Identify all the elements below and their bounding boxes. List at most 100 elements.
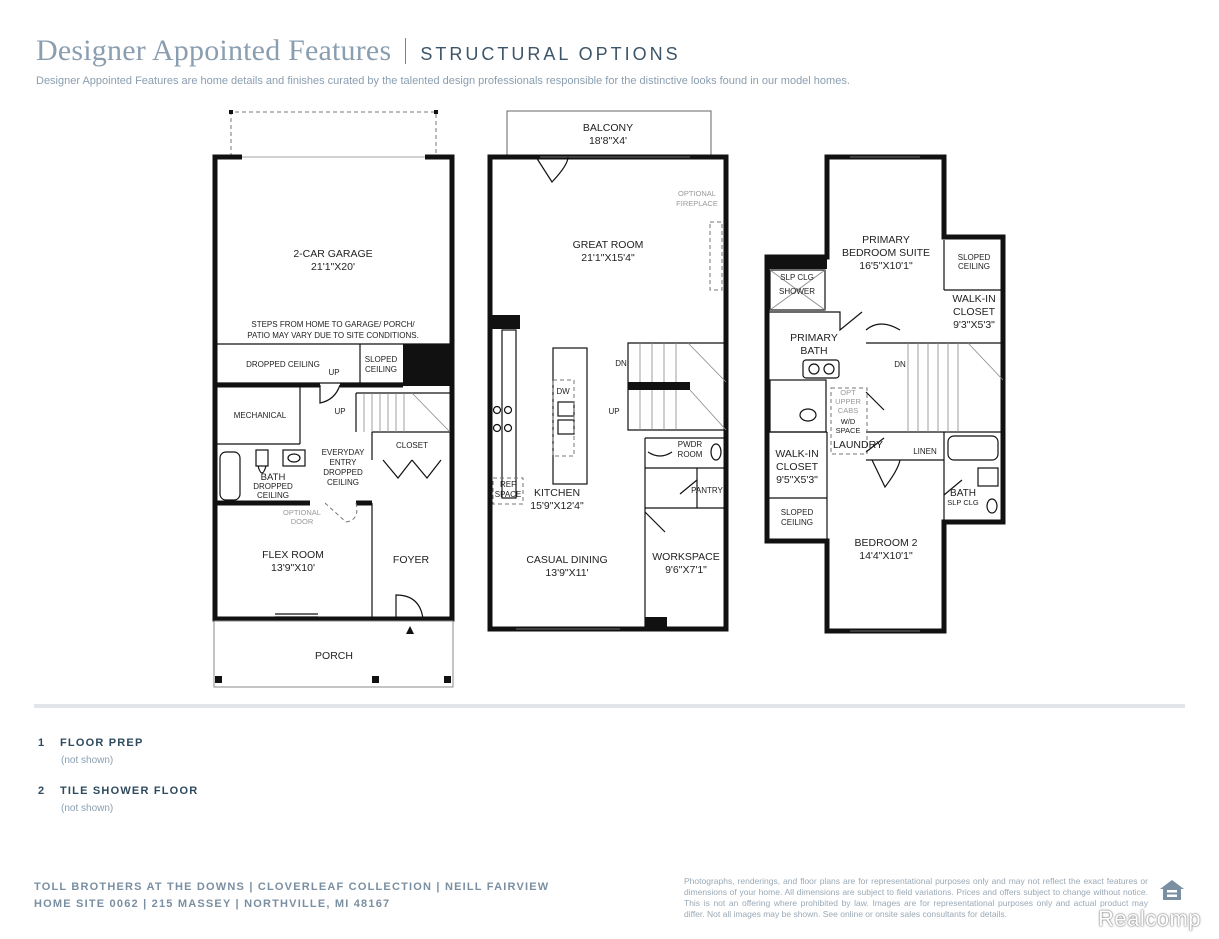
bath-label: BATH — [261, 472, 286, 483]
workspace-dim: 9'6"X7'1" — [665, 564, 707, 576]
ref-label: REF — [500, 480, 516, 489]
garage-dim: 21'1"X20' — [311, 261, 355, 273]
pantry-label: PANTRY — [691, 486, 723, 495]
title-divider — [405, 38, 407, 64]
entry-label: CEILING — [327, 478, 359, 487]
linen-label: LINEN — [913, 447, 937, 456]
wd-label: W/D — [841, 417, 856, 426]
entry-label: ENTRY — [330, 458, 358, 467]
balcony-dim: 18'8"X4' — [589, 135, 627, 147]
slp-clg-label: SLP CLG — [947, 498, 979, 507]
slp-clg-label: SLP CLG — [780, 273, 814, 282]
workspace-label: WORKSPACE — [652, 551, 719, 563]
closet-label: CLOSET — [396, 441, 428, 450]
garage-label: 2-CAR GARAGE — [293, 248, 372, 260]
kitchen-label: KITCHEN — [534, 487, 580, 499]
laundry-label: LAUNDRY — [833, 439, 883, 451]
steps-note-2: PATIO MAY VARY DUE TO SITE CONDITIONS. — [247, 331, 419, 340]
dining-label: CASUAL DINING — [526, 554, 607, 566]
kitchen-dim: 15'9"X12'4" — [530, 500, 584, 512]
optional-door-label: DOOR — [291, 517, 314, 526]
entry-label: DROPPED — [323, 468, 363, 477]
feature-number: 1 — [38, 737, 46, 749]
garage-apron — [230, 111, 437, 157]
ref-space — [492, 477, 524, 505]
foyer-label: FOYER — [393, 554, 430, 566]
opt-label: UPPER — [835, 397, 861, 406]
sloped-label: SLOPED — [781, 508, 814, 517]
ceiling-label: CEILING — [365, 365, 397, 374]
fireplace-label: FIREPLACE — [676, 199, 718, 208]
pwdr-label: PWDR — [678, 440, 703, 449]
homesite-line: HOME SITE 0062 | 215 MASSEY | NORTHVILLE… — [34, 898, 391, 910]
feature-number: 2 — [38, 785, 46, 797]
floor-plan: .w { fill: none; stroke: #111; stroke-wi… — [212, 110, 1006, 688]
great-room-label: GREAT ROOM — [573, 239, 644, 251]
page-subtitle: STRUCTURAL OPTIONS — [420, 44, 681, 64]
feature-label: FLOOR PREP — [60, 737, 144, 749]
feature-note: (not shown) — [61, 803, 114, 814]
mechanical-label: MECHANICAL — [234, 411, 287, 420]
fireplace-outline — [709, 221, 723, 291]
feature-label: TILE SHOWER FLOOR — [60, 785, 199, 797]
primary-suite-label: PRIMARY — [862, 234, 910, 246]
shower-door — [767, 311, 863, 332]
dining-dim: 13'9"X11' — [545, 567, 588, 579]
sloped-label: SLOPED — [365, 355, 398, 364]
feature-item: 2 TILE SHOWER FLOOR — [38, 785, 198, 797]
dw-label: DW — [556, 387, 570, 396]
tub — [219, 451, 241, 501]
sloped-label: SLOPED — [958, 253, 991, 262]
dn-label: DN — [894, 360, 906, 369]
watermark: Realcomp — [1098, 906, 1202, 931]
pwdr-label: ROOM — [678, 450, 703, 459]
flex-room-dim: 13'9"X10' — [271, 562, 315, 574]
flex-room-label: FLEX ROOM — [262, 549, 324, 561]
disclaimer: Photographs, renderings, and floor plans… — [684, 876, 1148, 919]
page-header: Designer Appointed Features STRUCTURAL O… — [36, 34, 681, 68]
fireplace-label: OPTIONAL — [678, 189, 716, 198]
walkin-closet-label: CLOSET — [776, 461, 819, 473]
primary-suite-dim: 16'5"X10'1" — [859, 260, 913, 272]
walkin-closet-label: WALK-IN — [952, 293, 995, 305]
primary-bath-label: BATH — [800, 345, 827, 357]
primary-suite-label: BEDROOM SUITE — [842, 247, 930, 259]
feature-note: (not shown) — [61, 755, 114, 766]
first-floor-walls — [212, 154, 455, 622]
feature-item: 1 FLOOR PREP — [38, 737, 144, 749]
walkin-closet-label: WALK-IN — [775, 448, 818, 460]
section-divider — [34, 704, 1185, 708]
page-title: Designer Appointed Features — [36, 34, 392, 67]
closet-doors — [382, 459, 442, 479]
dropped-ceiling-label: DROPPED CEILING — [246, 360, 320, 369]
up-label: UP — [608, 407, 619, 416]
page-description: Designer Appointed Features are home det… — [36, 75, 850, 87]
great-room-dim: 21'1"X15'4" — [581, 252, 635, 264]
front-door — [395, 594, 424, 620]
bedroom2-dim: 14'4"X10'1" — [859, 550, 913, 562]
first-floor: 2-CAR GARAGE 21'1"X20' STEPS FROM HOME T… — [212, 110, 455, 688]
opt-label: CABS — [838, 406, 858, 415]
ceiling-label: CEILING — [958, 262, 990, 271]
up-label: UP — [334, 407, 345, 416]
balcony-label: BALCONY — [583, 122, 633, 134]
bedroom2-label: BEDROOM 2 — [854, 537, 917, 549]
dn-label: DN — [615, 359, 627, 368]
balcony-door — [535, 156, 569, 183]
third-floor: PRIMARY BEDROOM SUITE 16'5"X10'1" SLOPED… — [764, 154, 1006, 634]
shower-label: SHOWER — [779, 287, 815, 296]
walkin-closet-label: CLOSET — [953, 306, 996, 318]
stair-1 — [355, 392, 450, 432]
second-floor: BALCONY 18'8"X4' OPTIONAL FIREPLACE GREA… — [487, 110, 729, 632]
structure-block — [403, 344, 452, 386]
bath-note: DROPPED — [253, 482, 293, 491]
optional-door-label: OPTIONAL — [283, 508, 321, 517]
primary-bath-label: PRIMARY — [790, 332, 838, 344]
ceiling-label: CEILING — [781, 518, 813, 527]
bath-label: BATH — [950, 488, 976, 499]
community-line: TOLL BROTHERS AT THE DOWNS | CLOVERLEAF … — [34, 881, 550, 893]
porch-outline — [213, 620, 454, 688]
steps-note-1: STEPS FROM HOME TO GARAGE/ PORCH/ — [251, 320, 415, 329]
porch-label: PORCH — [315, 650, 353, 662]
ref-label: SPACE — [495, 490, 522, 499]
